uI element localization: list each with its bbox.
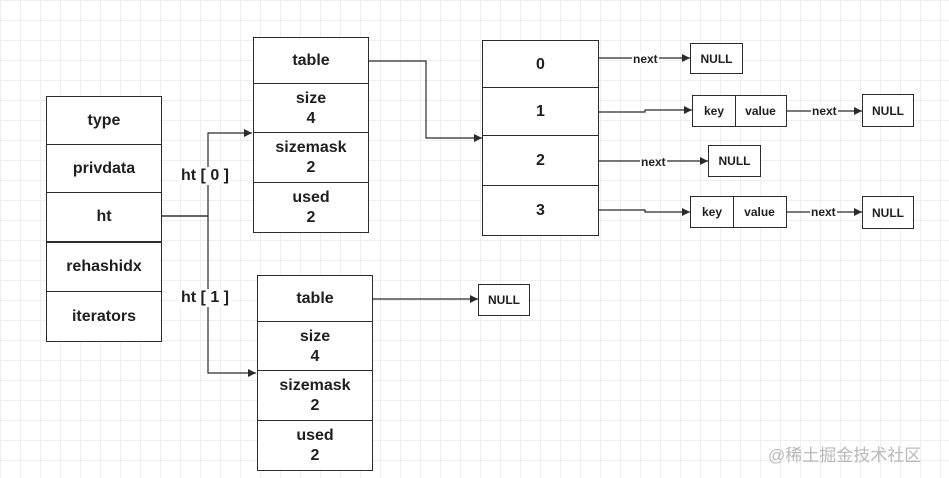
bucket-slot-1: 1 [482, 87, 599, 137]
arrow-table0-to-buckets [369, 60, 482, 142]
ht0-label: ht [ 0 ] [179, 167, 231, 185]
bucket-slot-3-label: 3 [536, 201, 545, 219]
entry-node-2-value: value [732, 196, 787, 228]
ht0-field-used-value: 2 [306, 208, 316, 226]
ht1-field-table: table [257, 275, 373, 323]
dict-field-type-label: type [87, 112, 121, 129]
dict-field-rehashidx-label: rehashidx [66, 258, 142, 275]
null-box-slot2: NULL [708, 145, 761, 177]
dict-field-ht: ht [46, 192, 162, 242]
null-box-entry1-label: NULL [872, 103, 904, 118]
ht1-label: ht [ 1 ] [179, 289, 231, 307]
null-box-ht1-table-label: NULL [488, 293, 520, 307]
next-label-entry1: next [811, 104, 838, 118]
arrow-slot3-entry [599, 208, 690, 216]
entry-node-1-key: key [692, 95, 736, 127]
ht1-field-table-label: table [296, 290, 334, 307]
dict-field-type: type [46, 96, 162, 146]
ht0-field-size-value: 4 [306, 109, 316, 127]
null-box-slot2-label: NULL [718, 154, 751, 168]
ht1-field-used-label: used [296, 426, 334, 444]
ht0-field-size: size 4 [253, 83, 369, 134]
bucket-slot-3: 3 [482, 185, 599, 236]
ht1-field-sizemask: sizemask 2 [257, 370, 373, 422]
dict-field-rehashidx: rehashidx [46, 242, 162, 292]
dict-field-privdata: privdata [46, 144, 162, 194]
dict-field-iterators-label: iterators [71, 307, 137, 325]
ht0-field-size-label: size [295, 89, 327, 107]
dict-field-iterators: iterators [46, 291, 162, 342]
ht0-field-table-label: table [292, 52, 330, 69]
entry-node-1-key-label: key [703, 104, 725, 118]
null-box-slot0-label: NULL [700, 51, 733, 66]
bucket-slot-0: 0 [482, 40, 599, 89]
entry-node-1-value-label: value [745, 104, 776, 118]
entry-node-2-key: key [690, 196, 734, 228]
ht1-field-sizemask-value: 2 [310, 397, 320, 414]
ht1-field-size-value: 4 [310, 347, 320, 365]
ht0-field-used: used 2 [253, 182, 369, 233]
ht0-field-sizemask-value: 2 [306, 159, 316, 176]
next-label-entry2: next [810, 205, 837, 219]
null-box-entry2: NULL [862, 196, 914, 229]
null-box-entry1: NULL [862, 94, 914, 127]
dict-field-ht-label: ht [96, 208, 112, 225]
ht1-field-size-label: size [299, 327, 331, 345]
next-label-slot2: next [640, 155, 667, 169]
entry-node-2-value-label: value [744, 205, 775, 219]
ht0-field-sizemask: sizemask 2 [253, 132, 369, 184]
bucket-slot-2-label: 2 [536, 152, 545, 169]
watermark-text: @稀土掘金技术社区 [768, 446, 922, 465]
ht0-field-used-label: used [292, 188, 330, 206]
bucket-slot-2: 2 [482, 135, 599, 187]
dict-field-privdata-label: privdata [72, 160, 136, 177]
ht0-field-sizemask-label: sizemask [275, 139, 347, 156]
null-box-ht1-table: NULL [478, 284, 530, 316]
ht0-field-table: table [253, 37, 369, 85]
next-label-slot0: next [632, 52, 659, 66]
bucket-slot-1-label: 1 [536, 103, 545, 120]
entry-node-1-value: value [734, 95, 787, 127]
arrow-slot1-entry [599, 106, 692, 114]
ht1-field-size: size 4 [257, 321, 373, 372]
null-box-slot0: NULL [690, 43, 743, 74]
bucket-slot-0-label: 0 [536, 55, 545, 73]
ht1-field-used-value: 2 [310, 446, 320, 464]
entry-node-2-key-label: key [701, 205, 723, 219]
ht1-field-sizemask-label: sizemask [279, 377, 351, 394]
ht1-field-used: used 2 [257, 420, 373, 471]
null-box-entry2-label: NULL [872, 205, 904, 220]
